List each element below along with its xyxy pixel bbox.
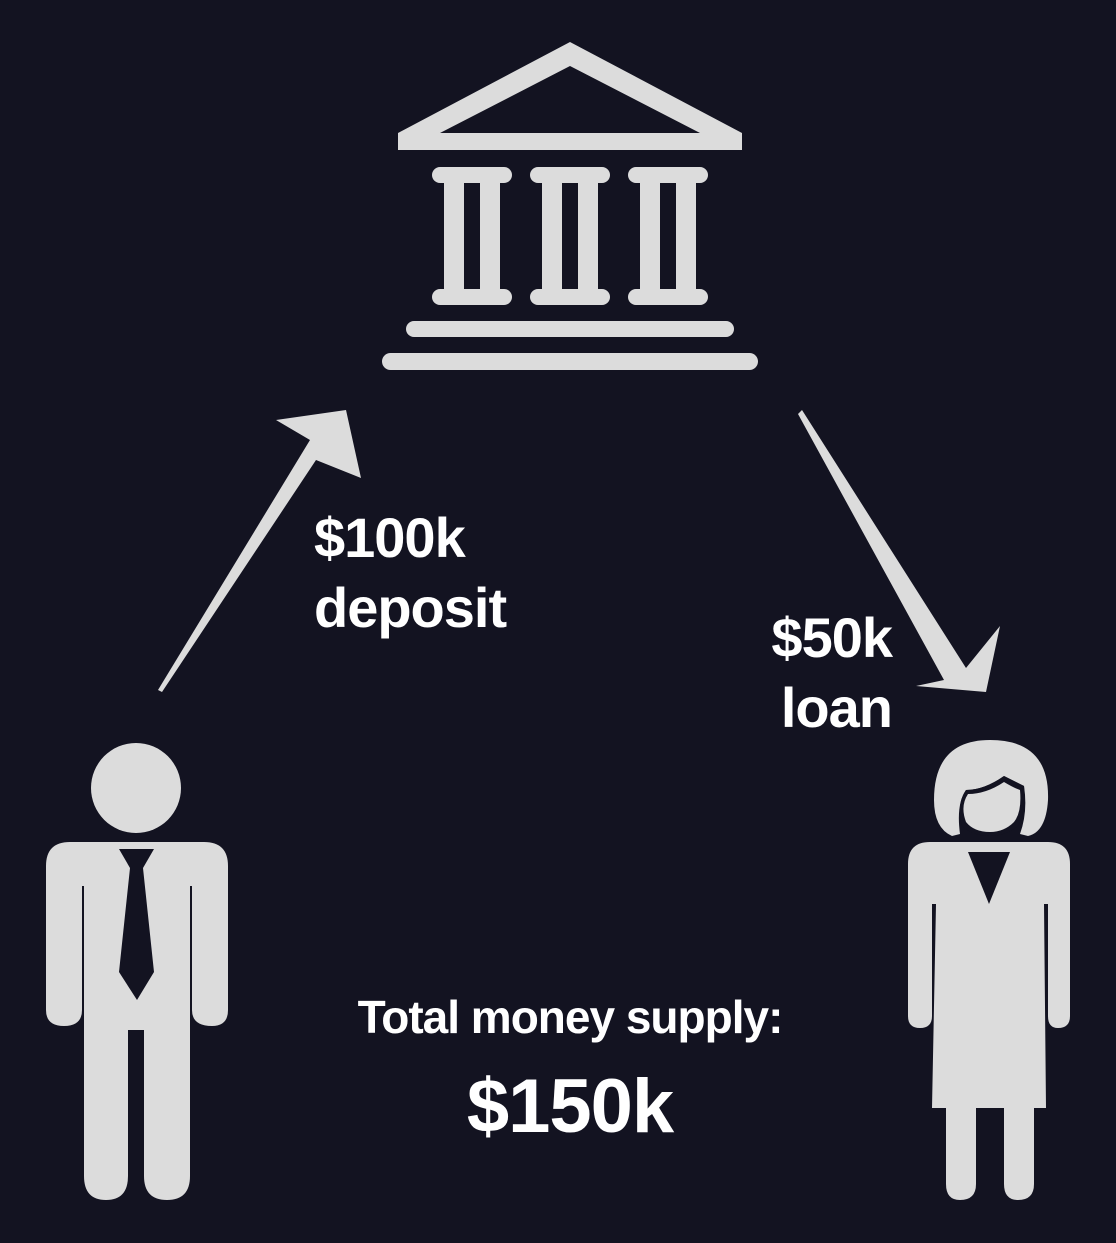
arrow-down-right-icon <box>798 410 1000 692</box>
woman-neckline <box>968 852 1010 904</box>
woman-face-fill <box>963 782 1021 832</box>
bank-roof <box>398 42 742 150</box>
man-tie <box>119 849 154 1000</box>
woman-icon <box>908 740 1070 1200</box>
woman-body <box>908 842 1070 1200</box>
man-icon <box>46 743 228 1200</box>
total-money-supply-caption: Total money supply: <box>357 991 784 1043</box>
deposit-word: deposit <box>314 576 507 639</box>
bank-columns <box>432 167 708 305</box>
arrow-up-right-icon <box>158 410 361 692</box>
woman-hair <box>934 740 1049 836</box>
man-head <box>91 743 181 833</box>
bank-step-lower <box>382 353 758 370</box>
loan-amount: $50k <box>771 606 893 669</box>
man-body <box>46 842 228 1200</box>
total-money-supply-value: $150k <box>466 1064 674 1149</box>
bank-icon <box>382 42 758 370</box>
bank-step-upper <box>406 321 734 337</box>
deposit-amount: $100k <box>314 506 466 569</box>
deposit-label: $100k deposit <box>314 503 507 643</box>
loan-word: loan <box>780 676 893 739</box>
loan-label: $50k loan <box>742 603 893 743</box>
